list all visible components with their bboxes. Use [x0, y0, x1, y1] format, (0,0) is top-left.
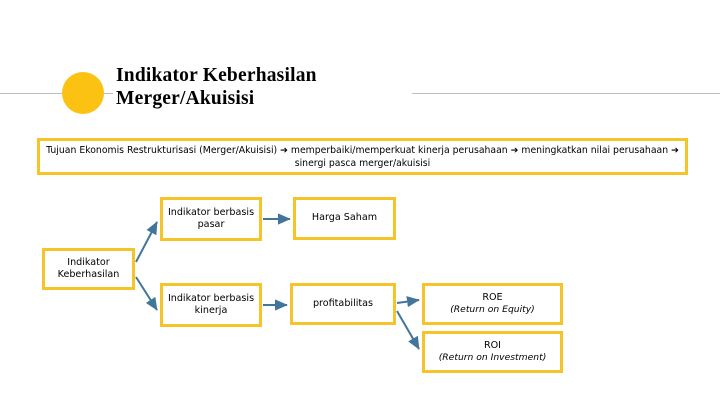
header-rule-left	[0, 93, 113, 94]
edge-root-to-market	[135, 221, 158, 263]
edge-root-to-performance	[135, 276, 158, 311]
page-title: Indikator Keberhasilan Merger/Akuisisi	[116, 65, 317, 109]
node-label: ROE	[482, 291, 503, 303]
node-indikator-berbasis-kinerja[interactable]: Indikator berbasis kinerja	[160, 283, 262, 327]
node-label: ROI	[483, 339, 502, 351]
node-label: Indikator berbasis pasar	[167, 206, 255, 231]
node-label: Indikator berbasis kinerja	[167, 292, 255, 317]
node-label: Harga Saham	[311, 212, 378, 224]
node-sublabel: (Return on Investment)	[438, 352, 547, 363]
node-profitabilitas[interactable]: profitabilitas	[290, 283, 396, 325]
objective-banner-box: Tujuan Ekonomis Restrukturisasi (Merger/…	[37, 138, 688, 175]
node-label-group: ROI (Return on Investment)	[439, 340, 547, 365]
objective-banner-text: Tujuan Ekonomis Restrukturisasi (Merger/…	[46, 144, 679, 169]
edge-profitability-to-roi	[396, 310, 420, 350]
node-label: Indikator Keberhasilan	[57, 256, 120, 281]
slide-header: Indikator Keberhasilan Merger/Akuisisi	[0, 0, 720, 130]
node-harga-saham[interactable]: Harga Saham	[293, 197, 396, 240]
node-sublabel: (Return on Equity)	[450, 304, 535, 315]
node-roi[interactable]: ROI (Return on Investment)	[422, 331, 563, 373]
node-indikator-berbasis-pasar[interactable]: Indikator berbasis pasar	[160, 197, 262, 241]
node-label: profitabilitas	[312, 297, 374, 309]
node-label-group: ROE (Return on Equity)	[450, 292, 535, 317]
accent-circle-decoration	[62, 72, 104, 114]
node-indikator-keberhasilan[interactable]: Indikator Keberhasilan	[42, 248, 135, 290]
node-roe[interactable]: ROE (Return on Equity)	[422, 283, 563, 325]
header-rule-right	[412, 93, 720, 94]
edge-profitability-to-roe	[396, 296, 420, 308]
